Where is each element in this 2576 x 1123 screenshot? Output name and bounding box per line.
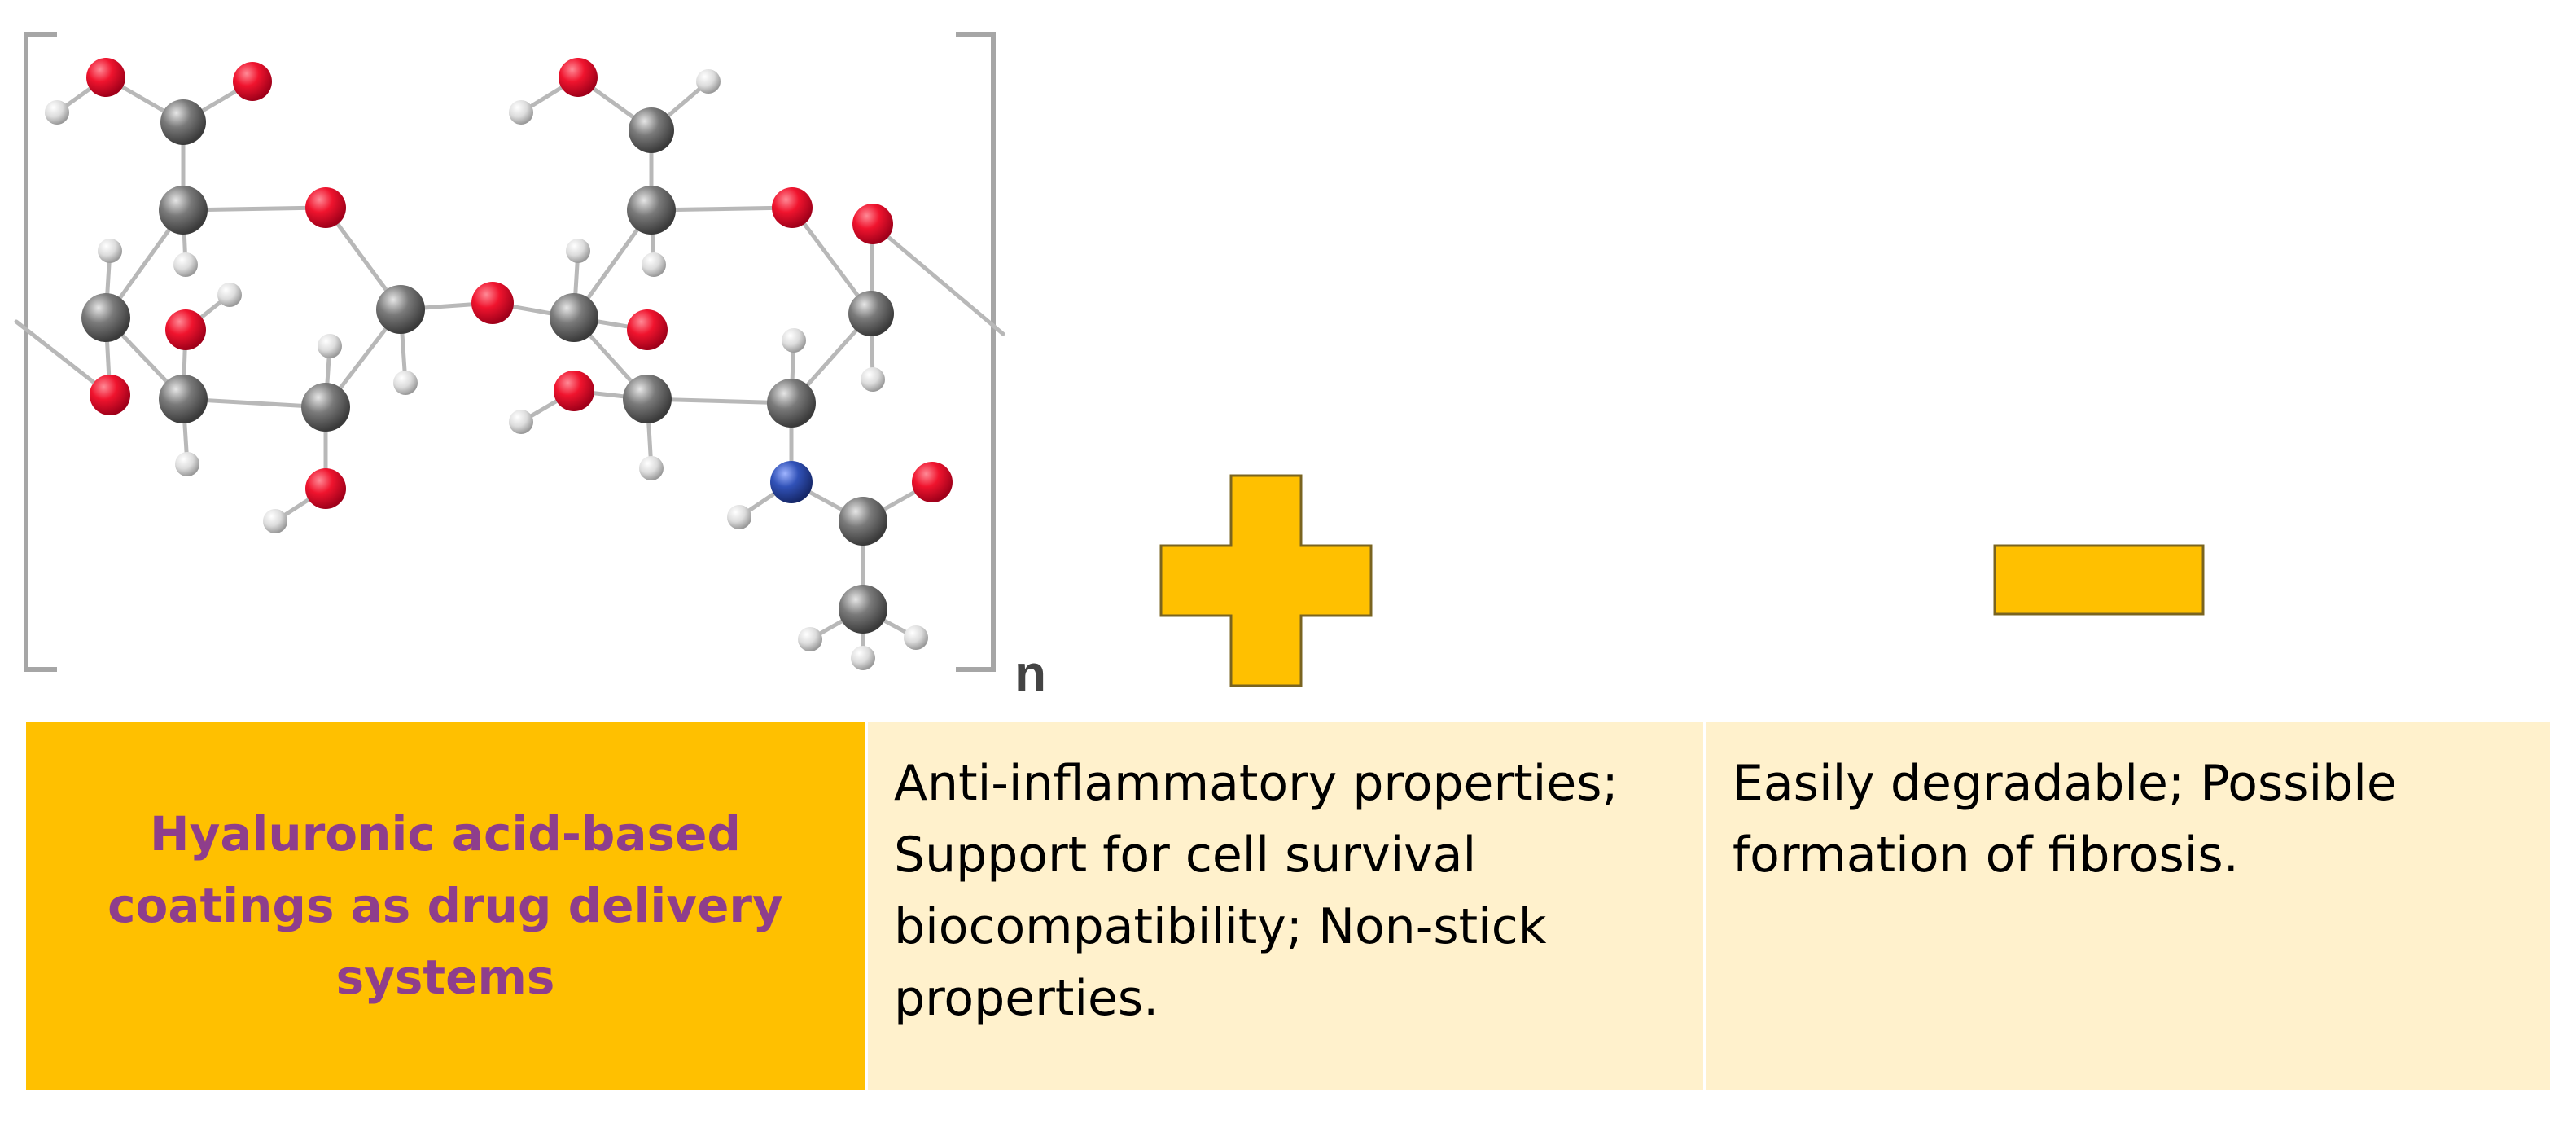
polymer-brackets — [24, 32, 996, 672]
carbon-atom — [550, 293, 598, 342]
advantages-cell: Anti-inflammatory properties; Support fo… — [865, 722, 1703, 1090]
carbon-atom — [767, 379, 816, 428]
properties-table: Hyaluronic acid-based coatings as drug d… — [26, 722, 2550, 1090]
carbon-atom — [629, 107, 674, 153]
oxygen-atom — [554, 371, 594, 411]
nitrogen-atom — [770, 461, 813, 503]
polymer-chain-bond — [870, 222, 1005, 336]
hydrogen-atom — [566, 239, 590, 263]
hydrogen-atom — [217, 283, 242, 307]
plus-icon — [1159, 474, 1373, 687]
hydrogen-atom — [318, 334, 342, 358]
minus-icon — [1993, 544, 2205, 616]
advantages-text: Anti-inflammatory properties; Support fo… — [894, 755, 1619, 1027]
oxygen-atom — [912, 462, 953, 502]
disadvantages-text: Easily degradable; Possible formation of… — [1733, 755, 2397, 884]
hydrogen-atom — [393, 371, 418, 395]
hydrogen-atom — [798, 627, 822, 651]
coating-title-cell: Hyaluronic acid-based coatings as drug d… — [26, 722, 865, 1090]
plus-shape — [1159, 474, 1373, 687]
oxygen-atom — [471, 282, 514, 324]
carbon-atom — [159, 186, 208, 235]
hydrogen-atom — [642, 252, 666, 277]
hydrogen-atom — [851, 646, 875, 670]
oxygen-atom — [305, 468, 346, 509]
carbon-atom — [623, 375, 672, 423]
oxygen-atom — [559, 58, 598, 97]
hydrogen-atom — [98, 239, 122, 263]
hydrogen-atom — [861, 367, 885, 392]
oxygen-atom — [627, 309, 668, 350]
hyaluronic-acid-structure — [14, 32, 1005, 672]
carbon-atom — [839, 585, 887, 634]
carbon-atom — [301, 383, 350, 432]
oxygen-atom — [86, 58, 125, 97]
oxygen-atom — [165, 309, 206, 350]
hydrogen-atom — [727, 505, 751, 529]
hydrogen-atom — [509, 410, 533, 434]
carbon-atom — [627, 186, 676, 235]
minus-shape — [1993, 544, 2205, 616]
carbon-atom — [159, 375, 208, 423]
oxygen-atom — [90, 375, 130, 415]
hydrogen-atom — [696, 69, 721, 94]
hydrogen-atom — [45, 100, 69, 125]
carbon-atom — [160, 99, 206, 145]
repeat-unit-n-label: n — [1014, 644, 1047, 703]
hydrogen-atom — [263, 509, 287, 533]
disadvantages-cell: Easily degradable; Possible formation of… — [1703, 722, 2550, 1090]
atoms — [45, 58, 953, 670]
carbon-atom — [81, 293, 130, 342]
hydrogen-atom — [904, 625, 928, 650]
oxygen-atom — [772, 187, 813, 228]
carbon-atom — [376, 285, 425, 334]
oxygen-atom — [305, 187, 346, 228]
hydrogen-atom — [173, 252, 198, 277]
oxygen-atom — [233, 62, 272, 101]
carbon-atom — [848, 291, 894, 336]
carbon-atom — [839, 497, 887, 546]
oxygen-atom — [852, 204, 893, 244]
coating-title: Hyaluronic acid-based coatings as drug d… — [107, 806, 783, 1005]
hydrogen-atom — [639, 456, 664, 480]
chemical-bonds — [14, 75, 1005, 660]
hydrogen-atom — [782, 328, 806, 353]
hydrogen-atom — [175, 452, 199, 476]
hydrogen-atom — [509, 100, 533, 125]
